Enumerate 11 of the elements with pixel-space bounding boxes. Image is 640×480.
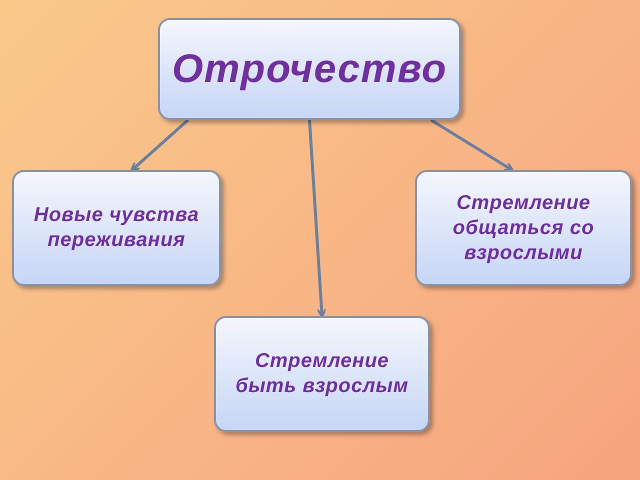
concept-box [12, 170, 221, 286]
arrow [430, 118, 514, 172]
arrow [308, 120, 327, 318]
title-text: Отрочество [172, 46, 448, 93]
concept-box [415, 170, 632, 286]
box-text: Стремление общаться со взрослыми [452, 190, 596, 266]
box-text: Новые чувства переживания [32, 203, 200, 253]
title-box [158, 18, 461, 120]
arrow [130, 118, 189, 172]
box-text: Стремление быть взрослым [234, 349, 410, 399]
concept-box [214, 316, 430, 432]
